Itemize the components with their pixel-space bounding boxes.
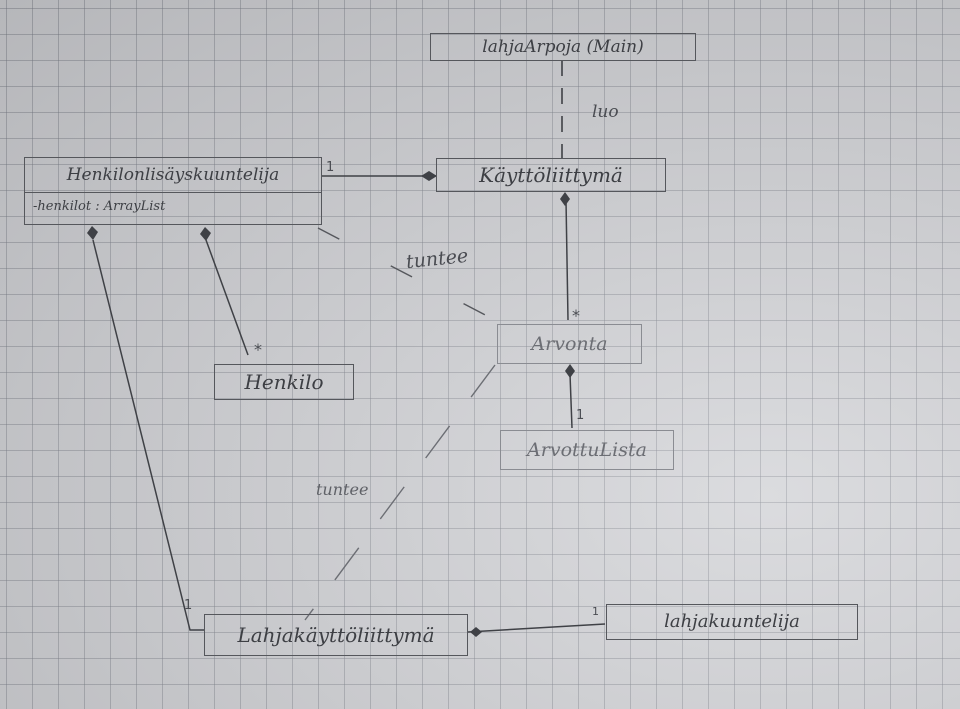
ui-aggregation-diamond (421, 171, 437, 181)
class-controller: Henkilonlisäyskuuntelija -henkilot : Arr… (24, 157, 322, 225)
class-arvonta-name: Arvonta (531, 333, 608, 355)
mult-henkilo-many: * (254, 340, 262, 359)
ui-composition-diamond (560, 192, 570, 206)
mult-arvonta-many: * (572, 306, 580, 325)
class-gift-ui: Lahjakäyttöliittymä (204, 614, 468, 656)
controller-henkilo-composition-line (205, 239, 249, 356)
giftui-listener-line (467, 623, 606, 633)
class-main-name: lahjaArpoja (Main) (482, 37, 644, 57)
class-ui: Käyttöliittymä (436, 158, 666, 192)
arvonta-composition-diamond (565, 364, 575, 378)
label-luo: luo (592, 102, 619, 122)
controller-giftui-line (92, 239, 205, 631)
mult-giftui-one: 1 (184, 598, 193, 613)
class-ui-name: Käyttöliittymä (479, 163, 623, 187)
tuntee-dependency-line-top (317, 227, 496, 321)
label-tuntee-bottom: tuntee (316, 480, 369, 499)
class-henkilo-name: Henkilo (244, 370, 324, 394)
mult-giftlistener-one: 1 (592, 605, 599, 618)
class-gift-listener: lahjakuuntelija (606, 604, 858, 640)
arvonta-lista-composition-line (569, 373, 573, 429)
class-arvottulista: ArvottuLista (500, 430, 674, 470)
class-controller-name: Henkilonlisäyskuuntelija (25, 158, 321, 193)
controller-henkilo-diamond (200, 227, 211, 241)
mult-controller-ui: 1 (326, 160, 335, 175)
class-henkilo: Henkilo (214, 364, 354, 400)
ui-arvonta-composition-line (565, 199, 569, 321)
controller-giftui-diamond (87, 226, 98, 240)
mult-arvottulista-one: 1 (576, 408, 585, 423)
class-arvonta: Arvonta (497, 324, 642, 364)
class-controller-attribute: -henkilot : ArrayList (33, 199, 166, 214)
giftui-diamond (470, 627, 482, 637)
class-gift-ui-name: Lahjakäyttöliittymä (237, 623, 435, 647)
class-arvottulista-name: ArvottuLista (527, 439, 647, 461)
tuntee-dependency-line-bottom (304, 364, 496, 621)
class-main: lahjaArpoja (Main) (430, 33, 696, 61)
class-gift-listener-name: lahjakuuntelija (664, 611, 800, 632)
